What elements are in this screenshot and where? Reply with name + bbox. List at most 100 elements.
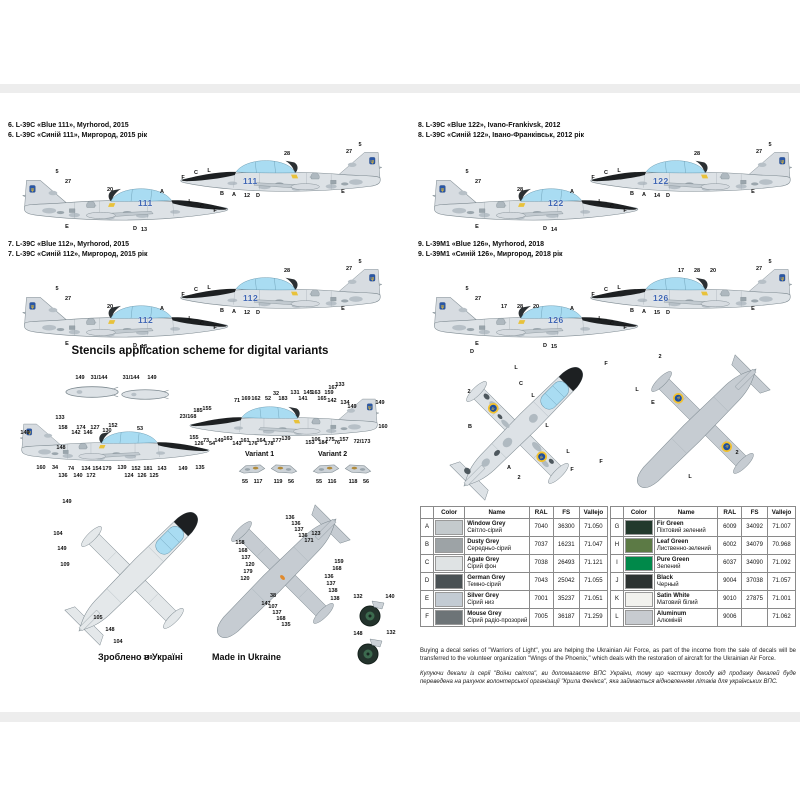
profile-6-callouts-callout: 5 [55, 169, 59, 175]
color-value: J [610, 572, 624, 592]
header-fs: FS [741, 505, 769, 520]
stencil-tanks-callout: 31/144 [90, 375, 108, 381]
color-value: 71.001 [767, 590, 796, 610]
fuselage-number: 122 [653, 176, 669, 186]
color-value: 7037 [528, 536, 554, 556]
fuselage-number: 122 [548, 198, 564, 208]
color-value: 34079 [741, 536, 769, 556]
variant2-parts-callout: 118 [348, 479, 358, 485]
page-top-edge [0, 84, 800, 93]
caption-line-uk: 7. L-39C «Синій 112», Миргород, 2015 рік [8, 250, 148, 258]
color-value: A [419, 518, 435, 538]
color-value: 71.092 [767, 554, 796, 574]
wheel-illustration [359, 600, 385, 627]
color-value: 71.007 [767, 518, 796, 538]
header-name: Name [464, 505, 530, 520]
aircraft-side-profile-illustration [590, 269, 793, 309]
color-value: H [610, 536, 624, 556]
profile-7-callouts-callout: 5 [55, 286, 59, 292]
color-value: K [610, 590, 624, 610]
about-paragraph-uk: Купуючи декали із серії "Воїни світла", … [420, 671, 796, 685]
color-value: 9006 [717, 608, 743, 628]
color-value: 70.968 [767, 536, 796, 556]
color-value: 35237 [552, 590, 580, 610]
wheel-labels-callout: 132 [386, 630, 396, 636]
color-value: 7038 [528, 554, 554, 574]
rightmid-bottom-letters-callout: L [635, 387, 639, 393]
profile-6-caption: 6. L-39C «Blue 111», Myrhorod, 2015 6. L… [8, 121, 147, 141]
color-swatch [622, 590, 655, 610]
color-value [741, 608, 769, 628]
header-fs: FS [552, 505, 580, 520]
color-value: D [419, 572, 435, 592]
color-value: 71.051 [578, 590, 609, 610]
color-swatch [622, 572, 655, 592]
header-blank [610, 505, 624, 520]
color-value: F [419, 608, 435, 628]
color-value: E [419, 590, 435, 610]
color-value: 71.062 [767, 608, 796, 628]
color-value: 7001 [528, 590, 554, 610]
made-in-ukraine-uk: Зроблено в Україні [98, 652, 183, 662]
color-value: 7005 [528, 608, 554, 628]
header-ral: RAL [717, 505, 743, 520]
color-swatch [433, 572, 466, 592]
rightmid-bottom-letters-callout: 2 [658, 354, 662, 360]
color-value: 36300 [552, 518, 580, 538]
color-value: 7043 [528, 572, 554, 592]
color-value: 71.259 [578, 608, 609, 628]
color-swatch [433, 590, 466, 610]
stencils-heading: Stencils application scheme for digital … [71, 345, 329, 357]
color-swatch [622, 536, 655, 556]
variant2-parts-callout: 116 [327, 479, 337, 485]
wing-part-illustration [344, 464, 372, 474]
profile-9-caption: 9. L-39M1 «Blue 126», Myrhorod, 2018 9. … [418, 240, 563, 260]
rightmid-top-letters-callout: F [604, 361, 608, 367]
color-value: 37038 [741, 572, 769, 592]
caption-line-uk: 8. L-39C «Синій 122», Івано-Франківськ, … [418, 131, 584, 139]
variant2-label: Variant 2 [318, 451, 348, 458]
profile-9-callouts-callout: 5 [465, 286, 469, 292]
color-value: 36187 [552, 608, 580, 628]
color-value: 6009 [717, 518, 743, 538]
fuel-tank-illustration [121, 389, 169, 400]
color-swatch [622, 518, 655, 538]
color-value: 34090 [741, 554, 769, 574]
color-value: 71.050 [578, 518, 609, 538]
color-value: 71.057 [767, 572, 796, 592]
made-in-ukraine-en: Made in Ukraine [212, 652, 282, 662]
fuel-tank-illustration [65, 386, 119, 398]
color-swatch [622, 554, 655, 574]
color-value: 9004 [717, 572, 743, 592]
color-value: G [610, 518, 624, 538]
color-value: 6002 [717, 536, 743, 556]
color-value: 7040 [528, 518, 554, 538]
aircraft-side-profile-illustration [180, 269, 383, 309]
header-name: Name [653, 505, 719, 520]
header-color: Color [622, 505, 655, 520]
wing-part-illustration [312, 464, 340, 474]
stencil-profile-right-callout: 167 [328, 385, 338, 391]
caption-line-en: 8. L-39C «Blue 122», Ivano-Frankivsk, 20… [418, 122, 561, 129]
color-value: 71.121 [578, 554, 609, 574]
aircraft-side-profile-illustration [590, 152, 793, 192]
fuselage-number: 112 [243, 293, 259, 303]
color-swatch [433, 554, 466, 574]
variant1-label: Variant 1 [245, 451, 275, 458]
